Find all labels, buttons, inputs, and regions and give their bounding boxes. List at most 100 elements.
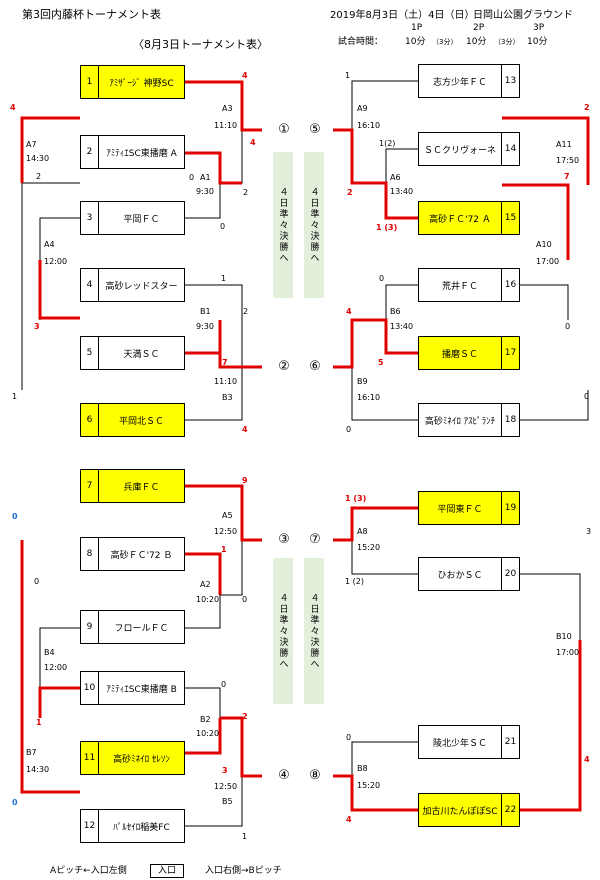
team-box[interactable]: 11 高砂ﾐﾈｲﾛ ｾﾚｿﾝ [80,741,185,775]
score: 2 [584,103,590,112]
match-time: 17:00 [536,257,560,266]
quarterfinal-bar-label: ４日準々決勝へ [308,592,319,670]
score: 0 [242,595,248,604]
match-id: A8 [357,527,368,536]
score: 3 [34,322,40,331]
score: 0 [346,425,352,434]
quarterfinal-bar-label: ４日準々決勝へ [308,186,319,264]
team-box[interactable]: 14 ＳＣクリヴォーネ [418,132,520,166]
score: 0 [12,798,18,807]
match-time: 17:50 [556,156,580,165]
team-number: 10 [81,672,99,704]
team-number: 2 [81,136,99,168]
score: 1 (2) [345,577,364,586]
score: 4 [242,71,248,80]
slot-5: ⑤ [309,122,321,137]
date-text: 2019年8月3日（土）4日（日） [330,10,475,21]
score: 1 [345,71,351,80]
score: 1 [12,392,18,401]
score: 4 [584,755,590,764]
score: 7 [222,358,228,367]
team-number: 14 [501,133,519,165]
team-name: 高砂ﾐﾈｲﾛ ｾﾚｿﾝ [113,754,170,765]
team-number: 7 [81,470,99,502]
period-1-label: 1P [411,23,423,33]
team-number: 20 [501,558,519,590]
quarterfinal-bar: ４日準々決勝へ [304,558,324,704]
match-time: 14:30 [26,765,50,774]
team-number: 8 [81,538,99,570]
team-number: 11 [81,742,99,774]
team-number: 13 [501,65,519,97]
team-name: フロールＦＣ [114,623,169,634]
quarterfinal-bar: ４日準々決勝へ [304,152,324,298]
score: 0 [34,577,40,586]
match-time: 17:00 [556,648,580,657]
period-2-time: 10分 [466,37,487,47]
slot-1: ① [278,122,290,137]
team-name: 平岡北ＳＣ [118,416,164,427]
match-time: 12:00 [44,257,68,266]
match-time: 11:10 [214,377,238,386]
team-name: 兵庫ＦＣ [123,482,160,493]
match-time: 12:50 [214,527,238,536]
team-name: 高砂ﾐﾈｲﾛ ｱｽﾋﾟﾗﾝﾁ [424,416,496,427]
match-time: 9:30 [196,322,214,331]
team-name: ｱﾐﾃｨｴSC東播磨 A [106,148,177,159]
match-id: B1 [200,307,211,316]
match-time: 15:20 [357,781,381,790]
match-id: B7 [26,748,37,757]
team-box[interactable]: 20 ひおかＳＣ [418,557,520,591]
team-box[interactable]: 7 兵庫ＦＣ [80,469,185,503]
match-id: B9 [357,377,368,386]
score: 4 [10,103,16,112]
score: 0 [12,512,18,521]
match-id: A6 [390,173,401,182]
team-number: 3 [81,202,99,234]
score: 7 [564,172,570,181]
match-id: B8 [357,764,368,773]
team-name: ｱﾐｻﾞｰｼﾞ 神野SC [109,78,174,89]
team-box[interactable]: 2 ｱﾐﾃｨｴSC東播磨 A [80,135,185,169]
period-1-time: 10分 [405,37,426,47]
match-time: 13:40 [390,322,414,331]
match-time: 10:20 [196,595,220,604]
team-number: 6 [81,404,99,436]
match-id: B5 [222,797,233,806]
score: 0 [221,680,227,689]
team-name: 平岡ＦＣ [123,214,160,225]
score: 2 [347,188,353,197]
match-id: A1 [200,173,211,182]
team-box[interactable]: 3 平岡ＦＣ [80,201,185,235]
team-name: ｱﾐﾃｨｴSC東播磨 B [106,684,177,695]
break-2-time: （3分） [494,38,520,46]
match-id: A9 [357,104,368,113]
score: 4 [346,307,352,316]
slot-6: ⑥ [309,359,321,374]
team-box[interactable]: 6 平岡北ＳＣ [80,403,185,437]
match-id: A7 [26,140,37,149]
score: 0 [584,392,590,401]
team-name: ひおかＳＣ [437,570,483,581]
match-id: A5 [222,511,233,520]
match-id: B3 [222,393,233,402]
team-box[interactable]: 10 ｱﾐﾃｨｴSC東播磨 B [80,671,185,705]
team-name: ＳＣクリヴォーネ [423,145,496,156]
quarterfinal-bar-label: ４日準々決勝へ [277,186,288,264]
score: 4 [242,425,248,434]
